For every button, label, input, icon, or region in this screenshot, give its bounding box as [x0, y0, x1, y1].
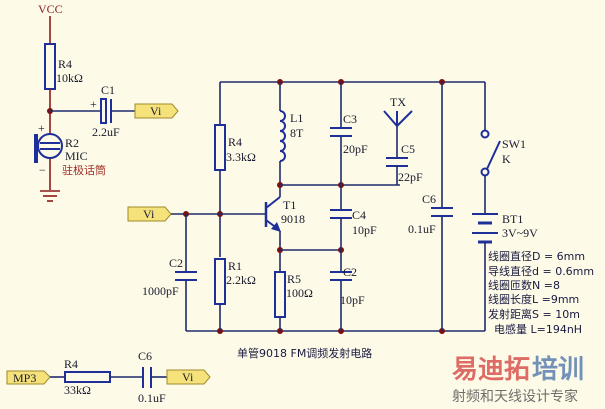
watermark-brand-red: 易迪拓 [452, 355, 530, 385]
r4-value: 3.3kΩ [226, 150, 256, 164]
c2a-value: 1000pF [142, 284, 179, 298]
c3-value: 20pF [343, 142, 368, 156]
l1-value: 8T [290, 126, 304, 140]
port-vi-mp3: Vi [166, 369, 211, 385]
r4-mp3-ref: R4 [64, 357, 78, 371]
mic-minus: − [39, 163, 46, 177]
port-vi-main: Vi [127, 206, 172, 222]
t1-ref: T1 [283, 198, 296, 212]
main-circuit: R4 3.3kΩ Vi C2 1000pF R1 2.2kΩ L1 8T [127, 79, 594, 360]
c4-value: 10pF [352, 223, 377, 237]
r4-mp3-value: 33kΩ [64, 383, 91, 397]
r5-ref: R5 [287, 272, 301, 286]
resistor-r4-mp3 [64, 371, 111, 383]
inductor-l1 [279, 110, 286, 162]
antenna-icon [383, 110, 413, 127]
l1-ref: L1 [290, 111, 303, 125]
coil-spec-3: 线圈长度L =9mm [488, 292, 579, 306]
r5-value: 100Ω [286, 286, 313, 300]
microphone-r2 [34, 133, 63, 163]
sw1-value: K [502, 152, 511, 166]
bt1-ref: BT1 [502, 212, 523, 226]
c6-mp3-ref: C6 [138, 349, 152, 363]
mic-circuit: VCC R4 10kΩ + C1 2.2uF Vi + − R2 MIC 驻极话… [34, 2, 179, 202]
c5-ref: C5 [401, 142, 415, 156]
r1-ref: R1 [228, 259, 242, 273]
r1-value: 2.2kΩ [226, 273, 256, 287]
c2b-value: 10pF [340, 293, 365, 307]
mic-plus: + [38, 121, 45, 135]
mic-type: MIC [65, 149, 88, 163]
vcc-label: VCC [38, 2, 63, 16]
mp3-circuit: MP3 R4 33kΩ C6 0.1uF Vi [6, 349, 211, 405]
coil-spec-1: 导线直径d = 0.6mm [488, 264, 594, 278]
c1-value: 2.2uF [92, 125, 120, 139]
c1-polarity: + [90, 97, 97, 111]
mic-desc: 驻极话筒 [62, 163, 106, 177]
capacitor-c1-plate [100, 98, 107, 124]
c4-ref: C4 [352, 208, 366, 222]
coil-spec-0: 线圈直径D = 6mm [488, 249, 585, 263]
resistor-r4-mic [44, 43, 56, 90]
c3-ref: C3 [343, 112, 357, 126]
r4-mic-value: 10kΩ [56, 71, 83, 85]
bt1-value: 3V~9V [502, 226, 538, 240]
sw1-ref: SW1 [502, 137, 526, 151]
mic-ref: R2 [65, 136, 79, 150]
c5-value: 22pF [398, 170, 423, 184]
t1-value: 9018 [281, 212, 305, 226]
resistor-r4 [214, 124, 226, 171]
port-mp3: MP3 [6, 370, 51, 385]
transistor-t1 [264, 196, 281, 232]
resistor-r1 [214, 258, 226, 305]
switch-terminal [480, 129, 490, 139]
watermark: 易迪拓 培训 射频和天线设计专家 [452, 355, 584, 405]
svg-text:Vi: Vi [143, 207, 155, 221]
c2a-ref: C2 [169, 256, 183, 270]
port-vi-mic: Vi [134, 103, 179, 119]
battery-bt1 [472, 213, 498, 244]
coil-spec-2: 线圈匝数N =8 [488, 278, 560, 292]
c1-ref: C1 [101, 83, 115, 97]
antenna-ref: TX [390, 95, 406, 109]
switch-sw1 [486, 140, 501, 170]
r4-mic-ref: R4 [58, 57, 72, 71]
svg-text:MP3: MP3 [13, 371, 36, 385]
svg-text:Vi: Vi [182, 370, 194, 384]
c6-mp3-value: 0.1uF [138, 391, 166, 405]
c6-value: 0.1uF [408, 222, 436, 236]
c6-ref: C6 [422, 192, 436, 206]
coil-spec-4: 发射距离S = 10m [488, 307, 580, 321]
ground-icon [40, 190, 60, 202]
watermark-tagline: 射频和天线设计专家 [452, 388, 578, 405]
r4-ref: R4 [228, 135, 242, 149]
coil-spec-5: 电感量 L=194nH [494, 323, 582, 336]
resistor-r5 [274, 271, 286, 318]
watermark-brand-blue: 培训 [532, 355, 584, 385]
circuit-title: 单管9018 FM调频发射电路 [237, 346, 372, 360]
switch-terminal [480, 167, 490, 177]
c2b-ref: C2 [343, 265, 357, 279]
svg-text:Vi: Vi [150, 104, 162, 118]
